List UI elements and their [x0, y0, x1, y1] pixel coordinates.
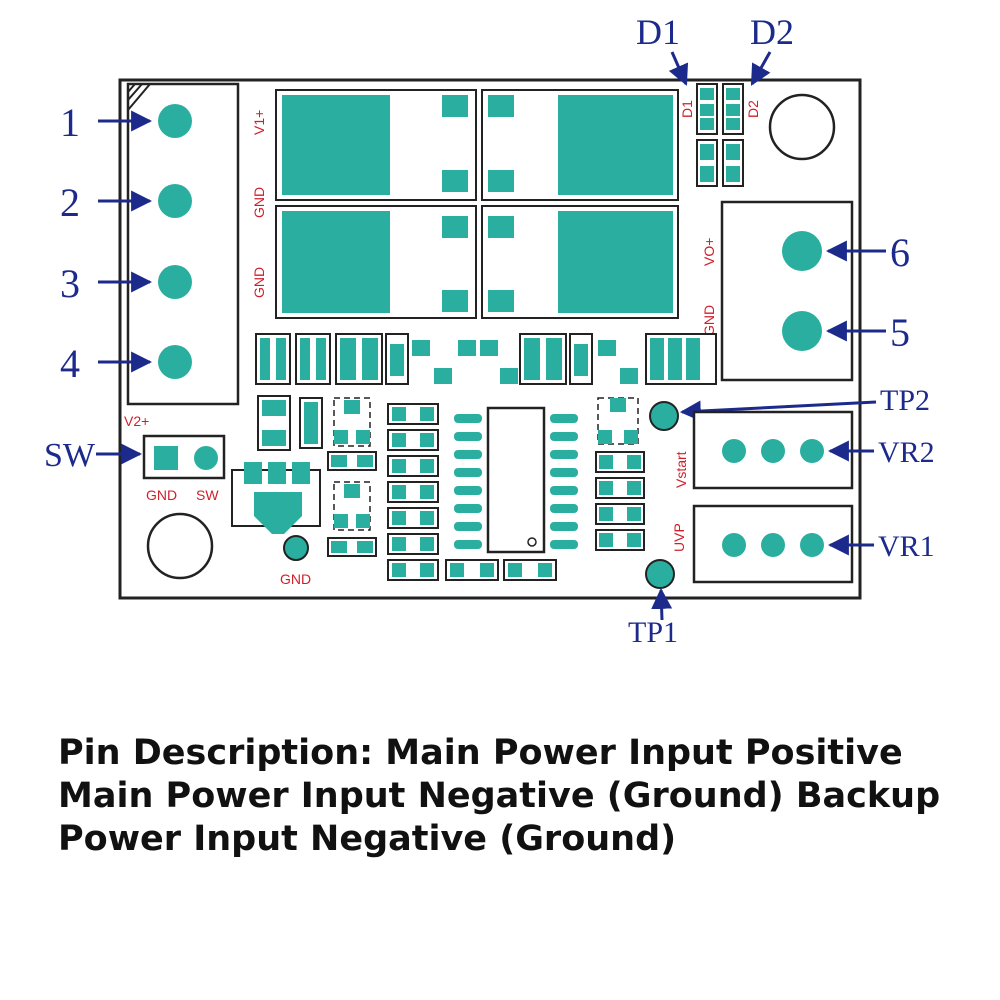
silk-uvp: UVP	[671, 523, 687, 552]
sw-header	[142, 434, 226, 480]
pin-description-caption: Pin Description: Main Power Input Positi…	[58, 733, 941, 859]
silk-gnd-left-bottom: GND	[251, 267, 267, 298]
pin-6-label: 6	[890, 230, 910, 275]
pin-5-label: 5	[890, 310, 910, 355]
pin-2-label: 2	[60, 180, 80, 225]
vr2-label: VR2	[878, 436, 935, 469]
pin-4-pad	[158, 345, 192, 379]
pcb-pinout-diagram: 1 2 3 4 V1+ GND GND	[44, 12, 935, 649]
silk-d2-small: D2	[745, 100, 761, 118]
pin-4-label: 4	[60, 341, 80, 386]
pin-1-pad	[158, 104, 192, 138]
tp1-arrow	[651, 587, 673, 621]
pin-3-pad	[158, 265, 192, 299]
gnd-test-pad	[283, 535, 309, 561]
d2-arrow	[750, 51, 772, 86]
smd-right-of-ic	[595, 397, 645, 551]
silk-gnd-left-top: GND	[251, 187, 267, 218]
pin-5-pad	[782, 311, 822, 351]
silk-gnd-right: GND	[701, 305, 717, 336]
vr1-header	[692, 504, 854, 584]
silk-gnd-small: GND	[280, 571, 311, 587]
pin-1-label: 1	[60, 100, 80, 145]
tp2-pad	[649, 401, 679, 431]
smd-component-row	[255, 333, 717, 385]
silk-vstart: Vstart	[673, 451, 689, 488]
input-terminal-block	[126, 82, 240, 406]
mounting-hole-top-right	[768, 93, 836, 161]
silk-d1-small: D1	[679, 100, 695, 118]
pin-3-label: 3	[60, 261, 80, 306]
silk-vo-plus: VO+	[701, 238, 717, 266]
d1-arrow	[668, 51, 689, 86]
silk-v1-plus: V1+	[251, 110, 267, 135]
tp2-arrow	[679, 400, 877, 422]
pin-6-pad	[782, 231, 822, 271]
vr1-label: VR1	[878, 530, 935, 563]
silk-sw-sw: SW	[196, 487, 219, 503]
mosfet-footprints	[275, 89, 679, 319]
resistor-column-left	[387, 403, 439, 581]
smd-bottom-row	[445, 559, 557, 581]
d2-label: D2	[750, 12, 794, 52]
sw-label: SW	[44, 437, 96, 474]
smd-lower-left	[231, 395, 377, 561]
silk-v2-plus: V2+	[124, 413, 149, 429]
output-terminal-block	[720, 200, 854, 382]
silk-sw-gnd: GND	[146, 487, 177, 503]
tp2-label: TP2	[880, 384, 930, 417]
d1-label: D1	[636, 12, 680, 52]
tp1-pad	[645, 559, 675, 589]
mounting-hole-bottom-left	[146, 512, 214, 580]
vr2-header	[692, 410, 854, 490]
tp1-label: TP1	[628, 616, 678, 649]
diode-footprints	[696, 83, 744, 187]
pin-2-pad	[158, 184, 192, 218]
controller-ic	[454, 406, 578, 554]
